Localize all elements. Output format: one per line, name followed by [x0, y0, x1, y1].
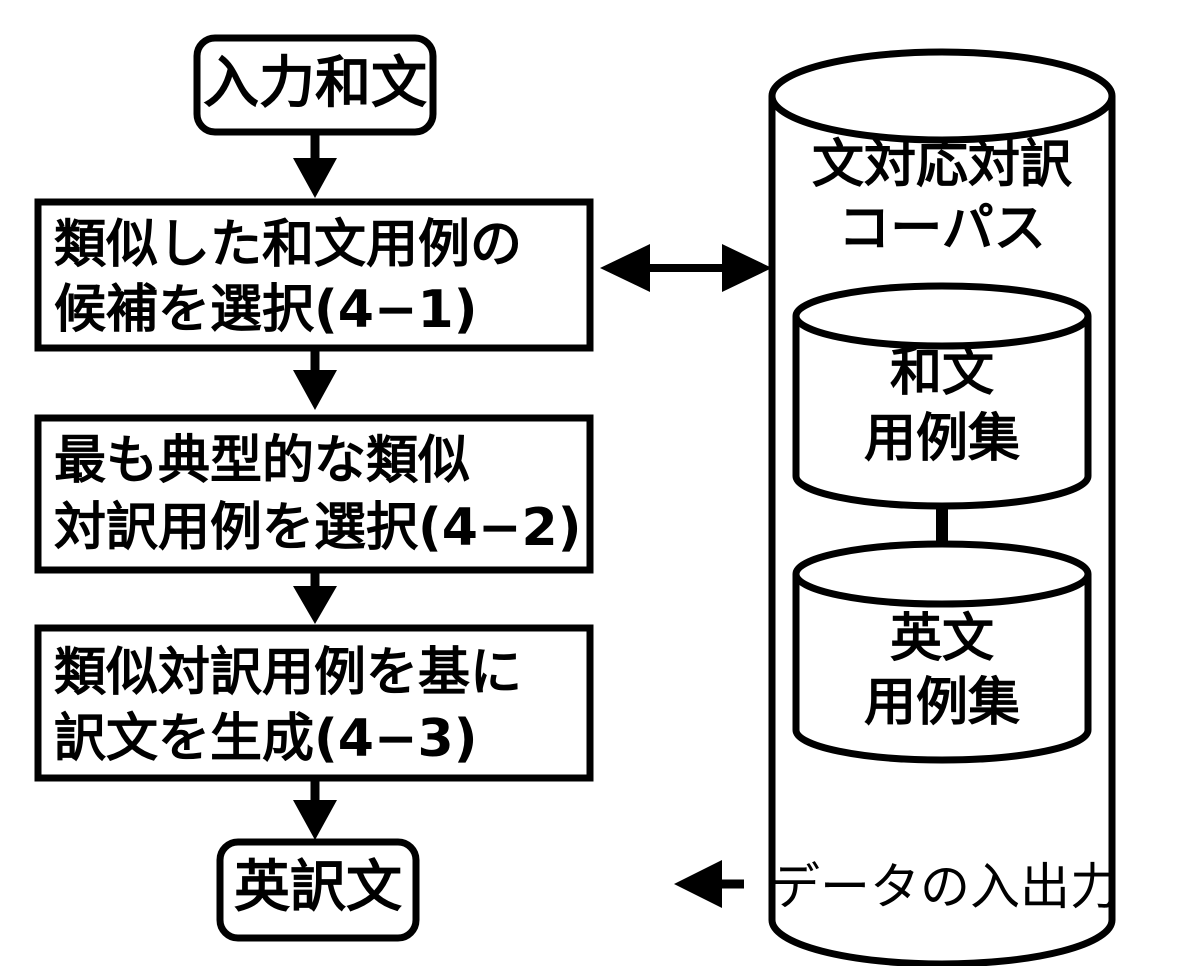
data-io-double-arrow	[600, 244, 772, 292]
step2-line2: 対訳用例を選択(4−2)	[54, 498, 581, 558]
corpus-title-line2: コーパス	[838, 199, 1045, 259]
step1-box: 類似した和文用例の 候補を選択(4−1)	[34, 198, 594, 352]
legend-label: データの入出力	[770, 858, 1120, 916]
english-examples-line2: 用例集	[864, 673, 1020, 733]
flow-arrow-4	[293, 778, 337, 840]
japanese-examples-line2: 用例集	[864, 409, 1020, 469]
english-examples-cylinder: 英文 用例集	[792, 540, 1092, 764]
flow-arrow-1	[293, 132, 337, 198]
legend: データの入出力	[674, 858, 1120, 916]
legend-arrow-icon	[674, 860, 744, 908]
step1-line2: 候補を選択(4−1)	[54, 280, 477, 340]
step2-box: 最も典型的な類似 対訳用例を選択(4−2)	[34, 414, 594, 574]
step2-line1: 最も典型的な類似	[54, 431, 470, 491]
step3-box: 類似対訳用例を基に 訳文を生成(4−3)	[34, 624, 594, 782]
english-examples-line1: 英文	[890, 609, 994, 669]
output-box: 英訳文	[216, 838, 420, 942]
japanese-examples-line1: 和文	[890, 343, 994, 403]
step3-line2: 訳文を生成(4−3)	[54, 709, 477, 769]
flow-arrow-2	[293, 348, 337, 410]
japanese-examples-cylinder: 和文 用例集	[792, 282, 1092, 510]
input-label: 入力和文	[203, 51, 427, 116]
step3-line1: 類似対訳用例を基に	[54, 643, 522, 703]
input-box: 入力和文	[193, 34, 437, 136]
corpus-title-line1: 文対応対訳	[812, 135, 1073, 195]
flow-arrow-3	[293, 570, 337, 624]
step1-line1: 類似した和文用例の	[54, 215, 522, 275]
output-label: 英訳文	[234, 855, 402, 920]
